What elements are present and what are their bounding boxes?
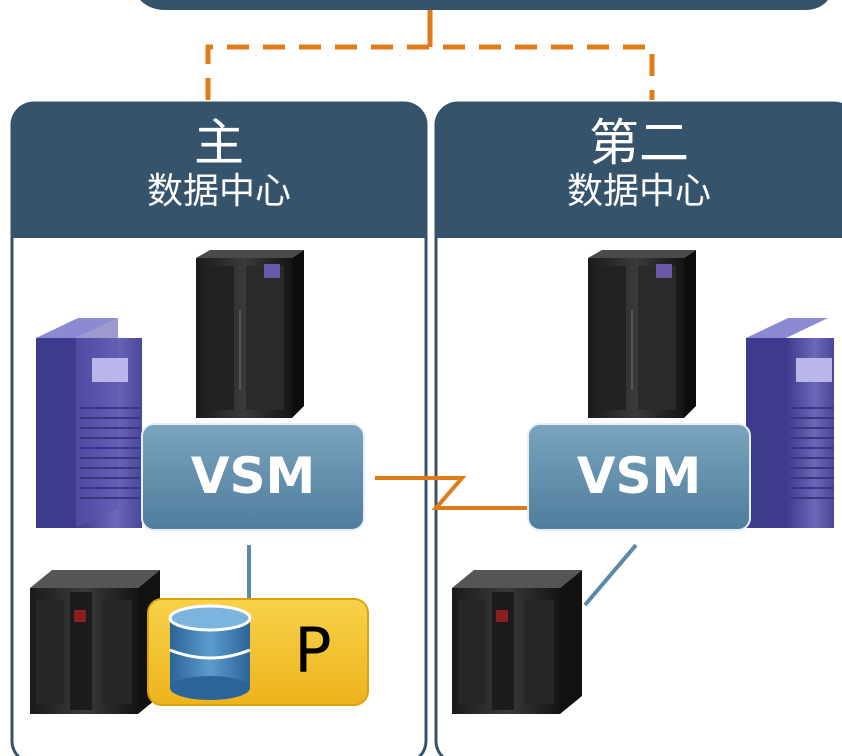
vsm-replication-link [375,476,528,510]
connectors-secondary [583,543,638,607]
tower-server-icon [746,318,834,528]
top-header-fragment [140,0,828,10]
server-rack-icon [196,250,304,418]
vsm-box-secondary [527,423,751,531]
tape-library-icon [452,570,582,714]
tower-server-icon [36,318,142,528]
vsm-label-secondary: VSM [576,447,702,505]
secondary-datacenter-title: 第二 [589,114,689,172]
secondary-datacenter-header: 第二 数据中心 [436,118,842,210]
primary-datacenter-title: 主 [194,114,244,172]
database-cylinder-icon [168,604,252,700]
vsm-box-primary [141,423,365,531]
tape-library-icon [30,570,160,714]
vsm-label-primary: VSM [190,447,316,505]
primary-datacenter-header: 主 数据中心 [12,118,426,210]
server-rack-icon [588,250,696,418]
secondary-datacenter-subtitle: 数据中心 [566,171,711,212]
pool-label: P [294,614,332,687]
primary-datacenter-subtitle: 数据中心 [146,171,291,212]
dashed-link-top [205,10,655,100]
